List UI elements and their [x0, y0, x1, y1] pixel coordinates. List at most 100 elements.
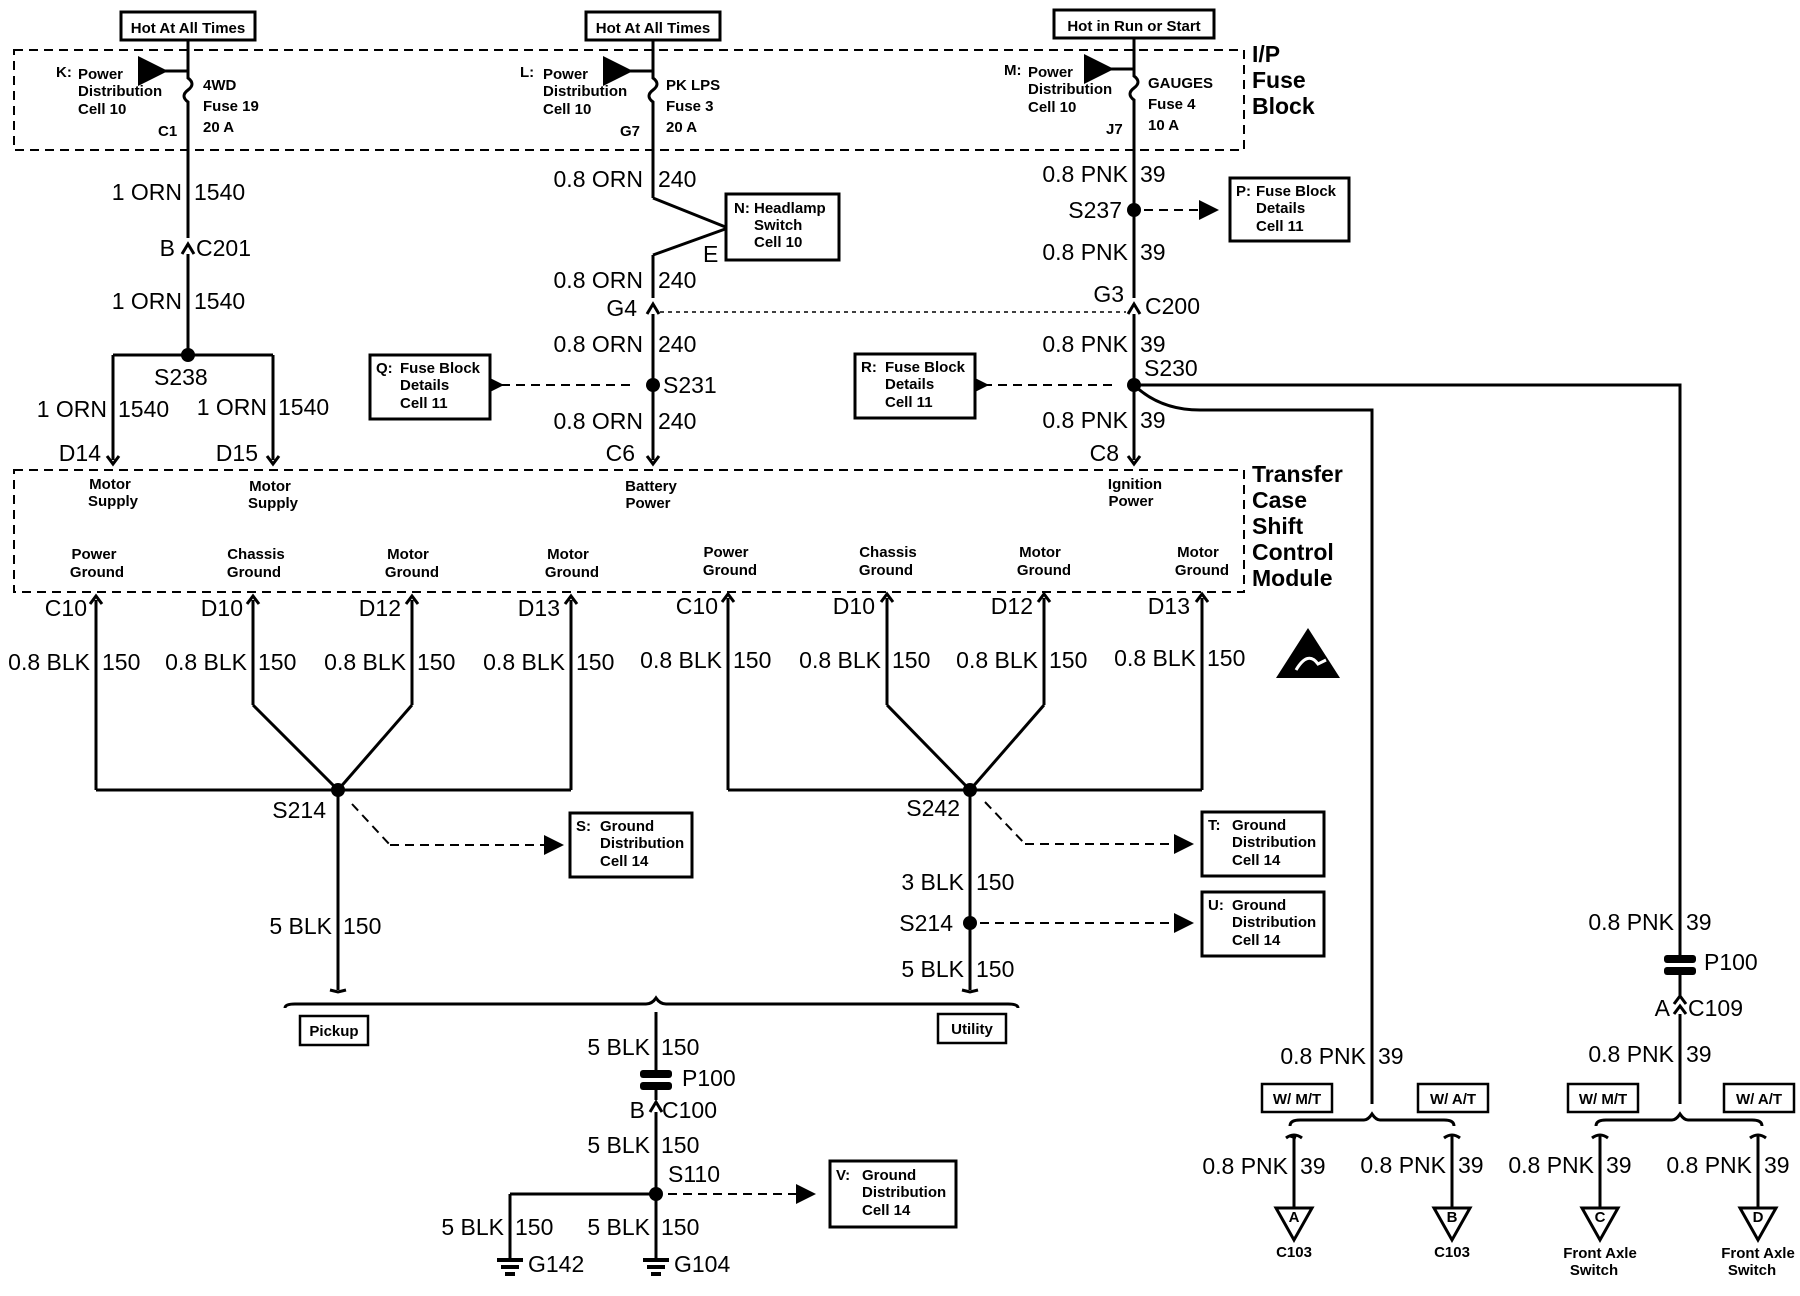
wire-circuit: 39 [1140, 239, 1166, 265]
svg-text:C103: C103 [1434, 1244, 1470, 1261]
wire-circuit: 240 [658, 267, 696, 293]
power-source-hot-at-all-times-2: Hot At All Times [584, 10, 722, 42]
wire-label: 1 ORN [197, 394, 267, 420]
wire-label: 0.8 PNK [1360, 1152, 1446, 1178]
wire-label: 0.8 PNK [1588, 909, 1674, 935]
svg-text:C10: C10 [45, 595, 87, 621]
wire-label: 0.8 PNK [1042, 407, 1128, 433]
svg-text:Cell 14: Cell 14 [1232, 852, 1281, 869]
svg-text:20 A: 20 A [203, 119, 234, 136]
refbox-s-ground-distribution: S: Ground Distribution Cell 14 [568, 811, 694, 879]
svg-text:Distribution: Distribution [1232, 834, 1316, 851]
wire-circuit: 150 [892, 647, 930, 673]
svg-text:W/ M/T: W/ M/T [1579, 1091, 1627, 1108]
connector-pin: B [630, 1097, 645, 1123]
svg-text:C1: C1 [158, 123, 177, 140]
connector-c6: C6 [606, 440, 635, 466]
svg-text:Motor: Motor [249, 478, 291, 495]
svg-text:C10: C10 [676, 593, 718, 619]
wire-circuit: 1540 [278, 394, 329, 420]
wire-circuit: 39 [1378, 1043, 1404, 1069]
connector-p100: P100 [682, 1065, 736, 1091]
ground-g142: G142 [528, 1251, 584, 1277]
wire-circuit: 39 [1300, 1153, 1326, 1179]
wire-label: 1 ORN [112, 288, 182, 314]
option-bracket-1 [1285, 1111, 1461, 1208]
svg-text:Block: Block [1252, 93, 1315, 119]
svg-text:C103: C103 [1276, 1244, 1312, 1261]
fuse-19: K: Power Distribution Cell 10 4WD Fuse 1… [56, 52, 259, 140]
svg-text:D12: D12 [359, 595, 401, 621]
svg-text:M:: M: [1004, 62, 1022, 79]
splice-s230: S230 [1144, 355, 1198, 381]
svg-text:Ground: Ground [1175, 562, 1229, 579]
svg-text:20 A: 20 A [666, 119, 697, 136]
svg-text:Power: Power [703, 544, 748, 561]
option-bracket-pickup-utility [283, 995, 1020, 1047]
option-box-wat-1: W/ A/T [1416, 1082, 1490, 1114]
wire-label: 5 BLK [269, 913, 332, 939]
module-ground-pins: C10 D10 D12 D13 C10 D10 D12 D13 [45, 593, 1190, 621]
refbox-t-ground-distribution: T: Ground Distribution Cell 14 [1200, 810, 1326, 878]
wire-label: 0.8 PNK [1666, 1152, 1752, 1178]
svg-text:Motor: Motor [89, 476, 131, 493]
output-a: A C103 [1273, 1206, 1315, 1261]
splice-s214-b: S214 [899, 910, 953, 936]
wire-label: 0.8 PNK [1202, 1153, 1288, 1179]
fuse-4: M: Power Distribution Cell 10 GAUGES Fus… [1004, 52, 1213, 138]
wire-circuit: 1540 [194, 288, 245, 314]
connector-c8: C8 [1090, 440, 1119, 466]
wire-circuit: 150 [661, 1034, 699, 1060]
svg-text:Ground: Ground [600, 818, 654, 835]
svg-text:Distribution: Distribution [1232, 914, 1316, 931]
wire-circuit: 240 [658, 166, 696, 192]
svg-text:Cell 11: Cell 11 [400, 395, 448, 412]
svg-text:Fuse 4: Fuse 4 [1148, 96, 1196, 113]
svg-text:Case: Case [1252, 487, 1307, 513]
option-utility: Utility [951, 1021, 993, 1038]
svg-text:Cell 14: Cell 14 [1232, 932, 1281, 949]
wire-label: 1 ORN [37, 396, 107, 422]
svg-text:4WD: 4WD [203, 77, 237, 94]
refbox-q-fuse-block-details: Q: Fuse Block Details Cell 11 [368, 353, 492, 421]
svg-text:V:: V: [836, 1167, 850, 1184]
wire-circuit: 150 [576, 649, 614, 675]
svg-text:Front Axle: Front Axle [1563, 1245, 1637, 1262]
wire-label: 0.8 ORN [554, 331, 643, 357]
svg-text:Power: Power [1108, 493, 1153, 510]
wire-circuit: 240 [658, 331, 696, 357]
connector-g3: G3 [1093, 281, 1124, 307]
wire-circuit: 39 [1606, 1152, 1632, 1178]
svg-text:PK LPS: PK LPS [666, 77, 720, 94]
wire-circuit: 150 [976, 956, 1014, 982]
splice-s242: S242 [906, 795, 960, 821]
ground-harness-right [720, 591, 1210, 994]
wire-circuit: 39 [1764, 1152, 1790, 1178]
connector-pin: A [1655, 995, 1671, 1021]
option-box-wmt-2: W/ M/T [1566, 1082, 1640, 1114]
wire-label: 0.8 PNK [1508, 1152, 1594, 1178]
svg-text:Fuse 19: Fuse 19 [203, 98, 259, 115]
svg-text:D12: D12 [991, 593, 1033, 619]
svg-text:D10: D10 [201, 595, 243, 621]
svg-text:Headlamp: Headlamp [754, 200, 826, 217]
ground-g104-icon [643, 1258, 669, 1276]
svg-text:Power: Power [78, 66, 123, 83]
refbox-u-ground-distribution: U: Ground Distribution Cell 14 [1200, 890, 1326, 958]
svg-text:Switch: Switch [1728, 1262, 1776, 1279]
svg-text:W/ A/T: W/ A/T [1430, 1091, 1476, 1108]
wire-label: 0.8 BLK [640, 647, 722, 673]
wire-circuit: 39 [1140, 331, 1166, 357]
wire-label: 0.8 BLK [799, 647, 881, 673]
svg-text:Ground: Ground [703, 562, 757, 579]
svg-text:Hot At All Times: Hot At All Times [131, 20, 245, 37]
svg-text:Ground: Ground [70, 564, 124, 581]
svg-text:Cell 10: Cell 10 [543, 101, 591, 118]
wire-circuit: 150 [733, 647, 771, 673]
circuit-1540 [105, 118, 281, 467]
svg-text:G7: G7 [620, 123, 640, 140]
svg-text:Cell 11: Cell 11 [1256, 218, 1304, 235]
power-source-hot-in-run-or-start: Hot in Run or Start [1052, 8, 1216, 40]
wire-circuit: 150 [1207, 645, 1245, 671]
svg-text:Power: Power [71, 546, 116, 563]
